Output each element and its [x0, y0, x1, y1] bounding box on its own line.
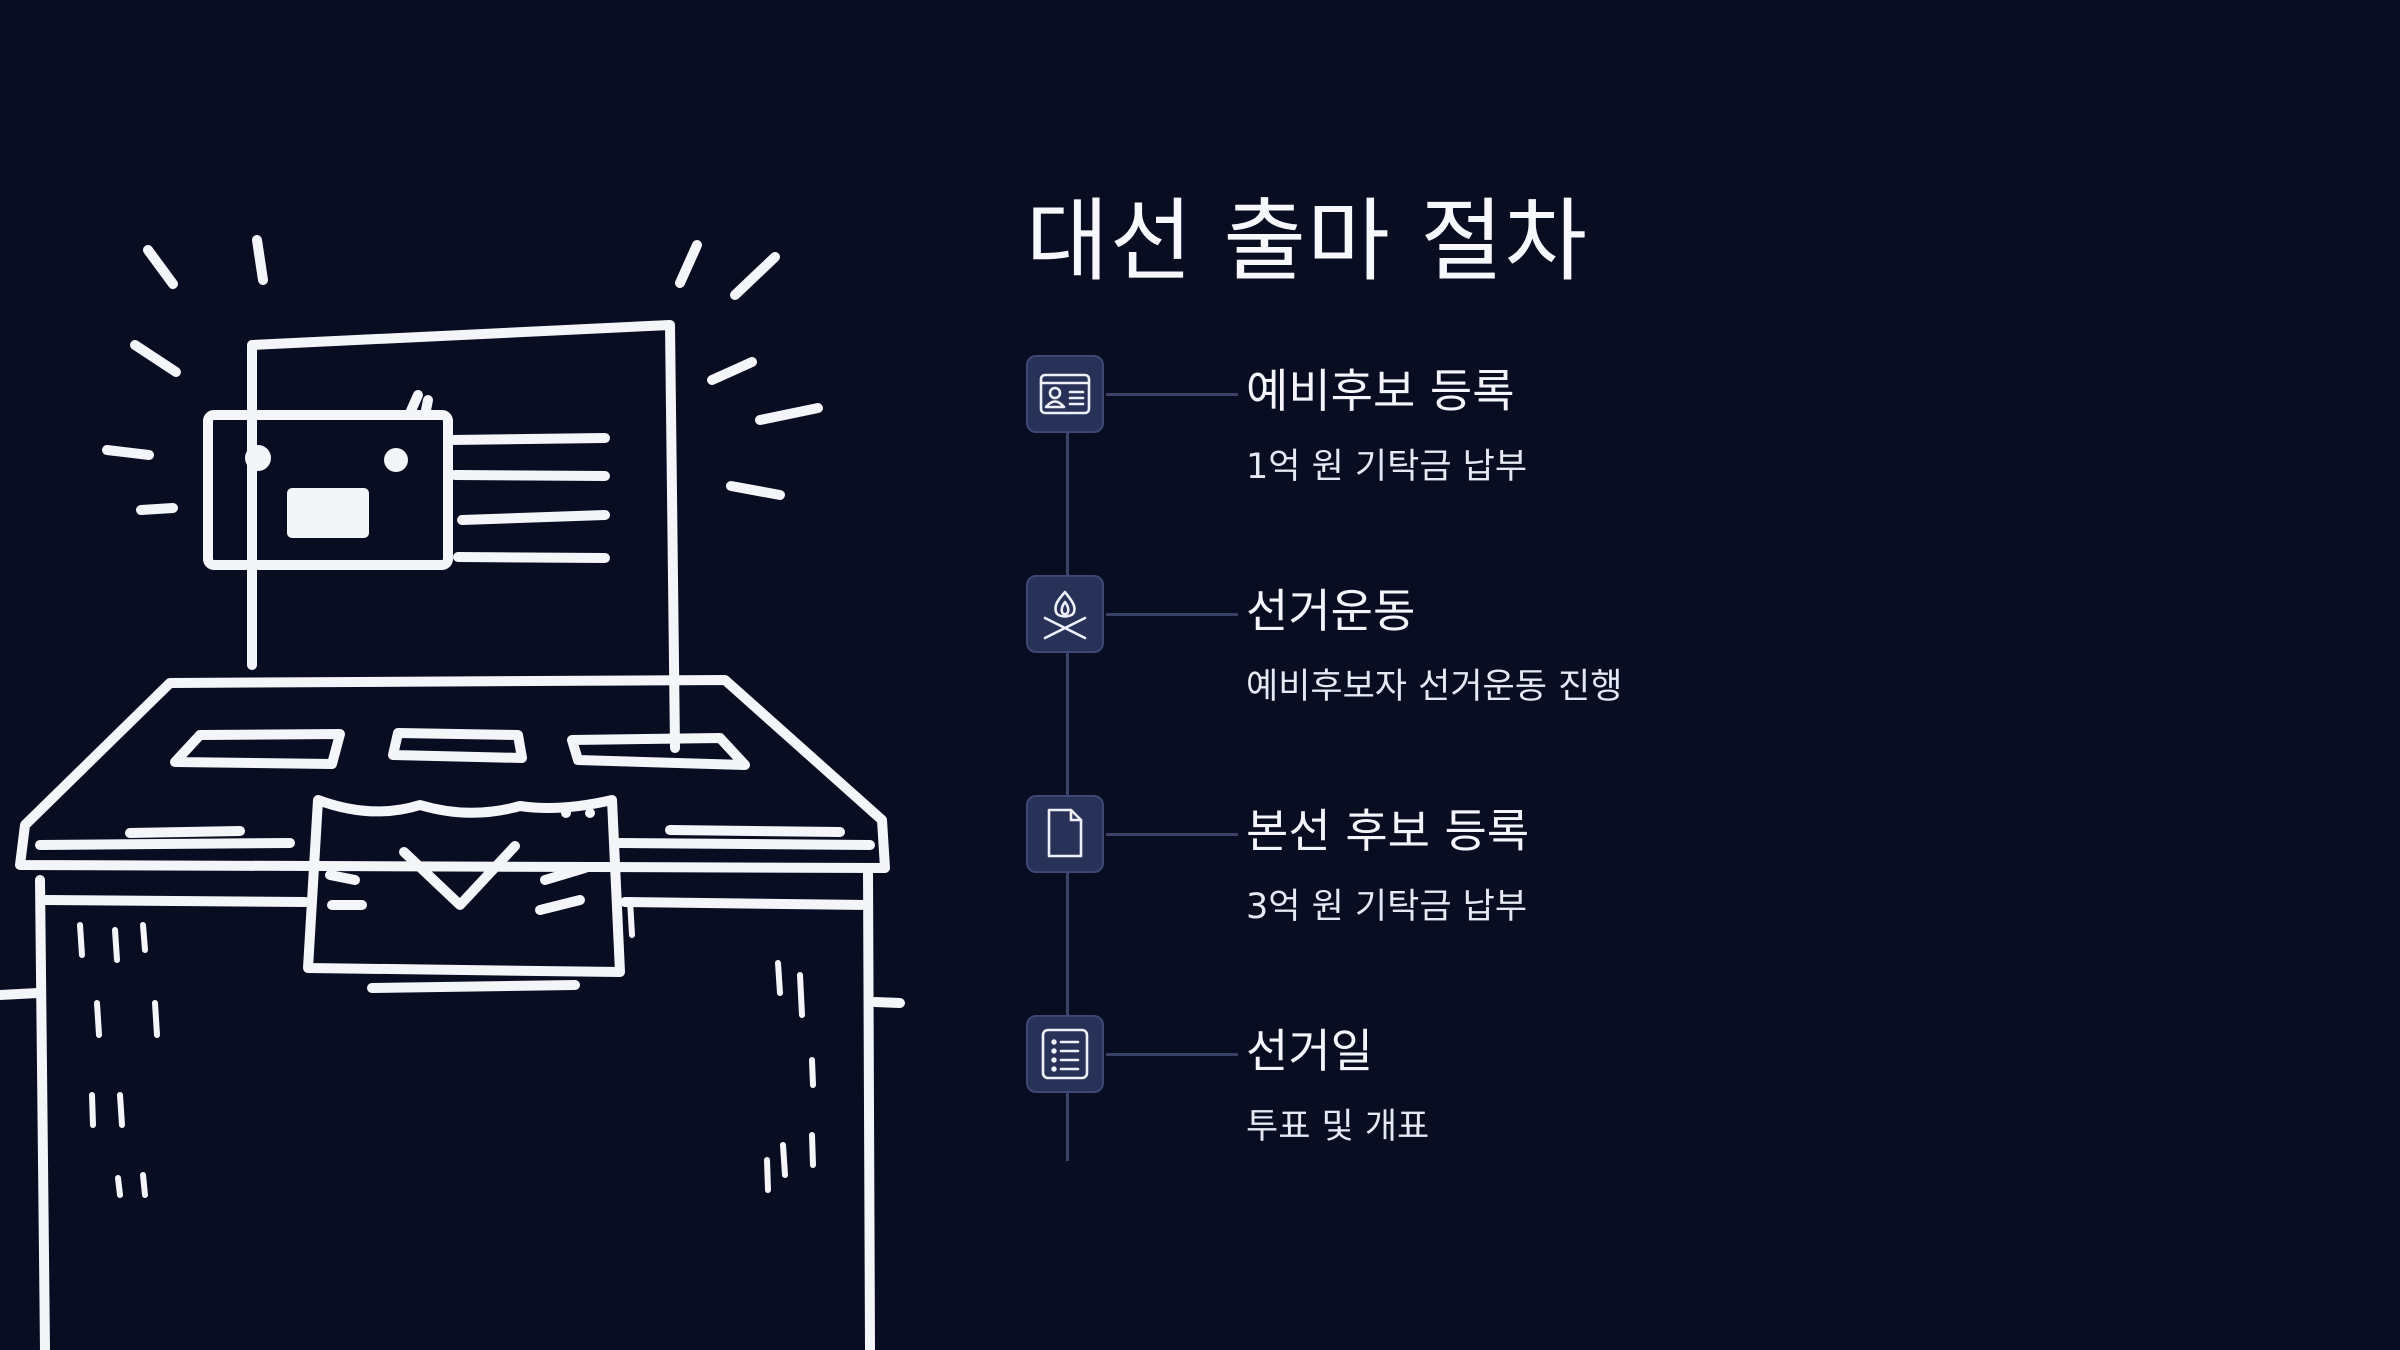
ballot-box-illustration — [0, 235, 905, 1350]
ballot-paper — [247, 320, 680, 753]
step-pre-candidate-registration: 예비후보 등록 1억 원 기탁금 납부 — [1026, 355, 2226, 535]
step-icon-box — [1026, 575, 1104, 653]
list-icon — [1041, 1028, 1089, 1080]
step-icon-box — [1026, 355, 1104, 433]
ballot-box-body — [35, 865, 875, 1350]
step-description: 예비후보자 선거운동 진행 — [1246, 667, 1623, 707]
scratch-marks — [77, 897, 816, 1198]
ballot-flap — [303, 795, 625, 977]
step-connector — [1106, 833, 1238, 836]
check-mark — [399, 841, 520, 910]
step-connector — [1106, 613, 1238, 616]
step-election-day: 선거일 투표 및 개표 — [1026, 1015, 2226, 1195]
step-campaign: 선거운동 예비후보자 선거운동 진행 — [1026, 575, 2226, 755]
step-connector — [1106, 393, 1238, 396]
page-title: 대선 출마 절차 — [1026, 189, 1589, 294]
campfire-icon — [1043, 590, 1087, 640]
burst-lines — [102, 235, 823, 515]
step-title: 선거일 — [1246, 1024, 1373, 1078]
step-title: 본선 후보 등록 — [1246, 804, 1530, 858]
ballot-box-lid — [15, 675, 890, 873]
id-card-icon — [1039, 373, 1091, 415]
step-description: 투표 및 개표 — [1246, 1107, 1430, 1147]
step-icon-box — [1026, 1015, 1104, 1093]
step-description: 1억 원 기탁금 납부 — [1246, 447, 1528, 487]
step-icon-box — [1026, 795, 1104, 873]
step-title: 예비후보 등록 — [1246, 364, 1515, 418]
step-title: 선거운동 — [1246, 584, 1416, 638]
document-icon — [1047, 808, 1083, 858]
step-connector — [1106, 1053, 1238, 1056]
step-main-candidate-registration: 본선 후보 등록 3억 원 기탁금 납부 — [1026, 795, 2226, 975]
step-description: 3억 원 기탁금 납부 — [1246, 887, 1528, 927]
